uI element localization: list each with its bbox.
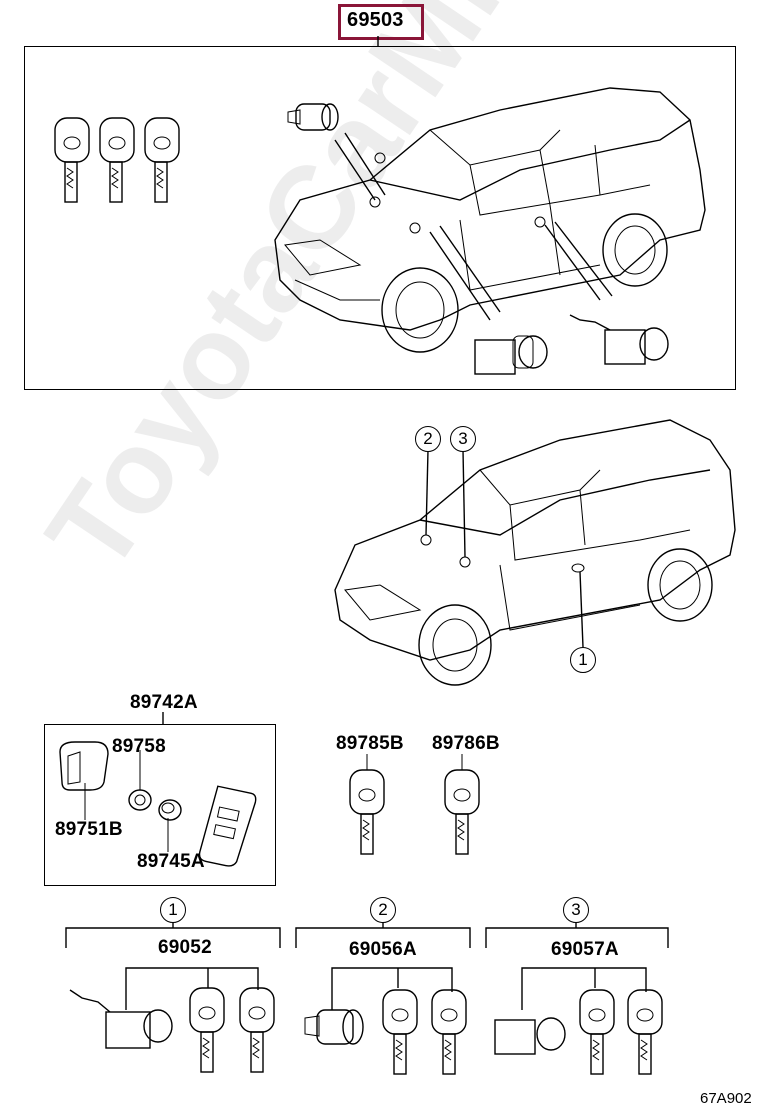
part-label-battery[interactable]: 89745A	[137, 851, 205, 872]
callout-2[interactable]: 2	[415, 426, 441, 452]
key-icon	[189, 987, 225, 1073]
part-label-transmitter-housing[interactable]: 89751B	[55, 819, 123, 840]
door-lock-with-cable-icon	[69, 989, 173, 1049]
part-label-battery-cover[interactable]: 89758	[112, 736, 166, 757]
callout-set-2[interactable]: 2	[370, 897, 396, 923]
lock-cylinder-icon	[287, 103, 339, 131]
key-blank-icon	[444, 769, 480, 855]
door-lock-cylinder-icon	[474, 335, 548, 375]
battery-cover-icon	[128, 789, 152, 811]
key-icon	[54, 117, 90, 203]
assembly-frame	[24, 46, 736, 390]
remote-assembly-frame	[44, 724, 276, 886]
key-icon	[627, 989, 663, 1075]
door-lock-with-cable-icon	[569, 314, 669, 365]
callout-1[interactable]: 1	[570, 647, 596, 673]
key-icon	[382, 989, 418, 1075]
part-label-remote-assembly[interactable]: 89742A	[130, 692, 198, 713]
key-blank-icon	[349, 769, 385, 855]
key-icon	[144, 117, 180, 203]
battery-icon	[158, 799, 182, 821]
door-lock-cylinder-icon	[494, 1017, 566, 1055]
diagram-code: 67A902	[700, 1090, 752, 1107]
main-part-number[interactable]: 69503	[347, 9, 404, 31]
callout-set-3[interactable]: 3	[563, 897, 589, 923]
transmitter-housing-icon	[59, 741, 109, 791]
callout-3[interactable]: 3	[450, 426, 476, 452]
part-label-cylinder-set-1[interactable]: 69052	[158, 937, 212, 958]
flip-key-remote-icon	[198, 785, 257, 867]
part-label-cylinder-set-3[interactable]: 69057A	[551, 939, 619, 960]
key-icon	[431, 989, 467, 1075]
part-label-key-blank-b[interactable]: 89785B	[336, 733, 404, 754]
suv-illustration-middle	[334, 419, 736, 686]
part-label-cylinder-set-2[interactable]: 69056A	[349, 939, 417, 960]
callout-set-1[interactable]: 1	[160, 897, 186, 923]
key-icon	[239, 987, 275, 1073]
main-part-highlight[interactable]	[338, 4, 424, 40]
key-icon	[99, 117, 135, 203]
lock-cylinder-icon	[304, 1009, 364, 1045]
suv-illustration-top	[274, 87, 706, 353]
key-icon	[579, 989, 615, 1075]
part-label-key-blank-b2[interactable]: 89786B	[432, 733, 500, 754]
